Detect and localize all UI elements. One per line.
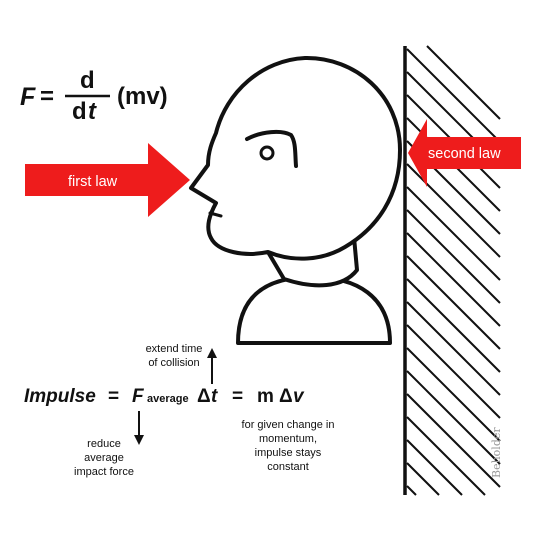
eyebrow bbox=[245, 129, 298, 168]
hatch-line bbox=[406, 186, 501, 281]
impulse-v: v bbox=[293, 386, 305, 407]
impulse-force-subscript: average bbox=[147, 393, 189, 405]
reduce-note-line2: average bbox=[84, 452, 124, 464]
hatch-line bbox=[406, 209, 501, 304]
up-arrow-icon bbox=[207, 348, 217, 384]
reduce-note-line1: reduce bbox=[87, 438, 121, 450]
signature: Beholder bbox=[490, 427, 503, 478]
hatch-line bbox=[406, 324, 501, 419]
hatch-line bbox=[406, 462, 440, 496]
formula-denominator-t: t bbox=[88, 98, 97, 125]
hatch-line bbox=[406, 278, 501, 373]
wall-hatching bbox=[406, 45, 501, 496]
impulse-equation: Impulse = F average Δ t = m Δ v bbox=[24, 386, 305, 407]
second-law-label: second law bbox=[428, 146, 501, 162]
hatch-line bbox=[406, 301, 501, 396]
extend-note-line2: of collision bbox=[148, 357, 199, 369]
extend-note-line1: extend time bbox=[146, 343, 203, 355]
hatch-line bbox=[406, 232, 501, 327]
down-arrow-icon bbox=[134, 411, 144, 445]
impulse-t: t bbox=[211, 386, 218, 407]
momentum-note-line3: impulse stays bbox=[255, 447, 322, 459]
formula-equals: = bbox=[40, 83, 54, 110]
mouth bbox=[208, 211, 223, 218]
impulse-delta-t-symbol: Δ bbox=[197, 386, 211, 407]
eye bbox=[259, 145, 275, 161]
hatch-line bbox=[406, 485, 417, 496]
hatch-line bbox=[406, 48, 501, 143]
momentum-note-line4: constant bbox=[267, 461, 309, 473]
impulse-eq1: = bbox=[108, 386, 119, 407]
momentum-note-line2: momentum, bbox=[259, 433, 317, 445]
hatch-line bbox=[406, 393, 501, 488]
first-law-arrow-shape bbox=[25, 143, 190, 217]
impulse-delta-v-symbol: Δ bbox=[279, 386, 293, 407]
momentum-note-line1: for given change in bbox=[242, 419, 335, 431]
hatch-line bbox=[406, 370, 501, 465]
second-law-arrow-shape bbox=[408, 119, 521, 187]
first-law-arrow: first law bbox=[25, 143, 190, 217]
hatch-line bbox=[406, 347, 501, 442]
impulse-m: m bbox=[257, 386, 274, 407]
formula-rhs: (mv) bbox=[117, 83, 168, 110]
formula-denominator-d: d bbox=[72, 98, 87, 125]
impulse-eq2: = bbox=[232, 386, 243, 407]
formula-numerator: d bbox=[80, 67, 95, 94]
reduce-note-line3: impact force bbox=[74, 466, 134, 478]
second-law-arrow: second law bbox=[408, 119, 521, 187]
hatch-line bbox=[406, 255, 501, 350]
force-formula: F = d d t (mv) bbox=[20, 67, 168, 125]
first-law-label: first law bbox=[68, 174, 118, 190]
impulse-term: Impulse bbox=[24, 386, 96, 407]
formula-lhs: F bbox=[20, 83, 36, 111]
hatch-line bbox=[406, 163, 501, 258]
hatch-line bbox=[406, 416, 486, 496]
hatch-line bbox=[406, 439, 463, 496]
impulse-force: F bbox=[132, 386, 145, 407]
wall bbox=[403, 45, 501, 496]
hatch-line bbox=[426, 45, 501, 120]
